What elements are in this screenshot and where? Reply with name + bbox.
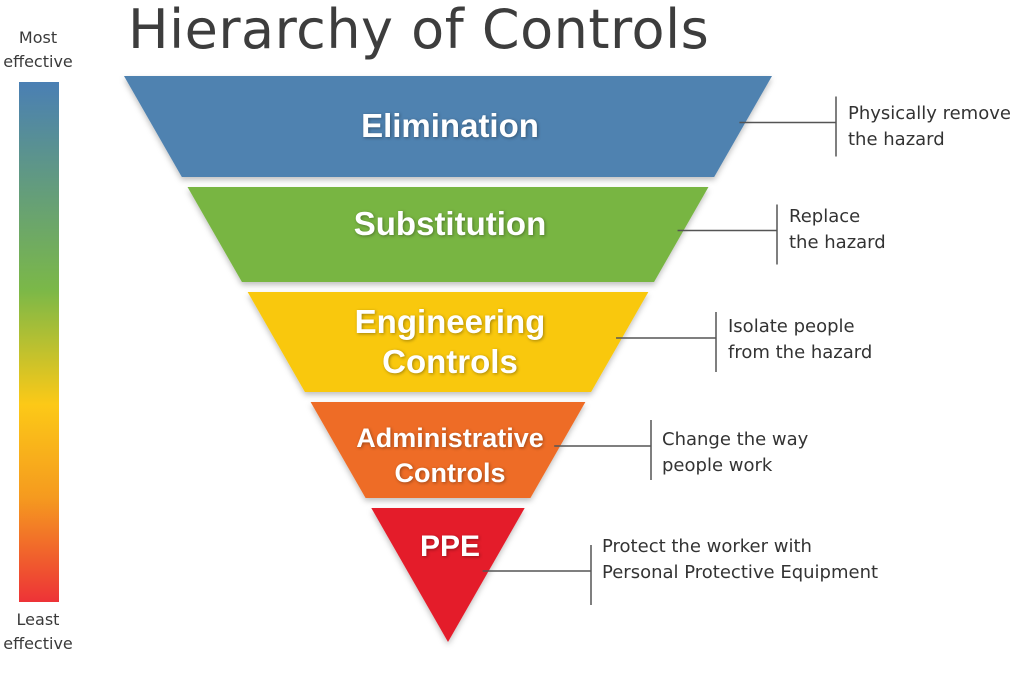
administrative-description: Change the way people work [662,429,809,476]
ppe-label: PPE [419,530,481,563]
substitution-label: Substitution [353,205,547,242]
substitution-description: Replace the hazard [789,206,886,253]
elimination-label: Elimination [361,107,539,144]
least-effective-label: Least effective [0,608,78,656]
ppe-connector [482,545,592,605]
elimination-band [124,76,772,177]
engineering-connector [616,312,717,372]
engineering-controls-label: Engineering Controls [354,303,546,380]
most-effective-label: Most effective [0,26,78,74]
effectiveness-gradient-bar [19,82,59,602]
administrative-controls-band [310,402,586,498]
least-effective-line1: Least [16,610,60,629]
elimination-description: Physically remove the hazard [848,103,1011,150]
engineering-controls-band [247,292,649,392]
page-title: Hierarchy of Controls [128,0,710,61]
least-effective-line2: effective [3,634,73,653]
substitution-connector [677,204,778,265]
elimination-connector [739,96,837,157]
most-effective-line1: Most [18,28,58,47]
most-effective-line2: effective [3,52,73,71]
substitution-band [187,187,709,282]
ppe-description: Protect the worker with Personal Protect… [602,536,879,583]
engineering-description: Isolate people from the hazard [728,316,873,363]
ppe-band [371,508,525,642]
administrative-controls-label: Administrative Controls [356,423,544,488]
administrative-connector [554,420,652,480]
